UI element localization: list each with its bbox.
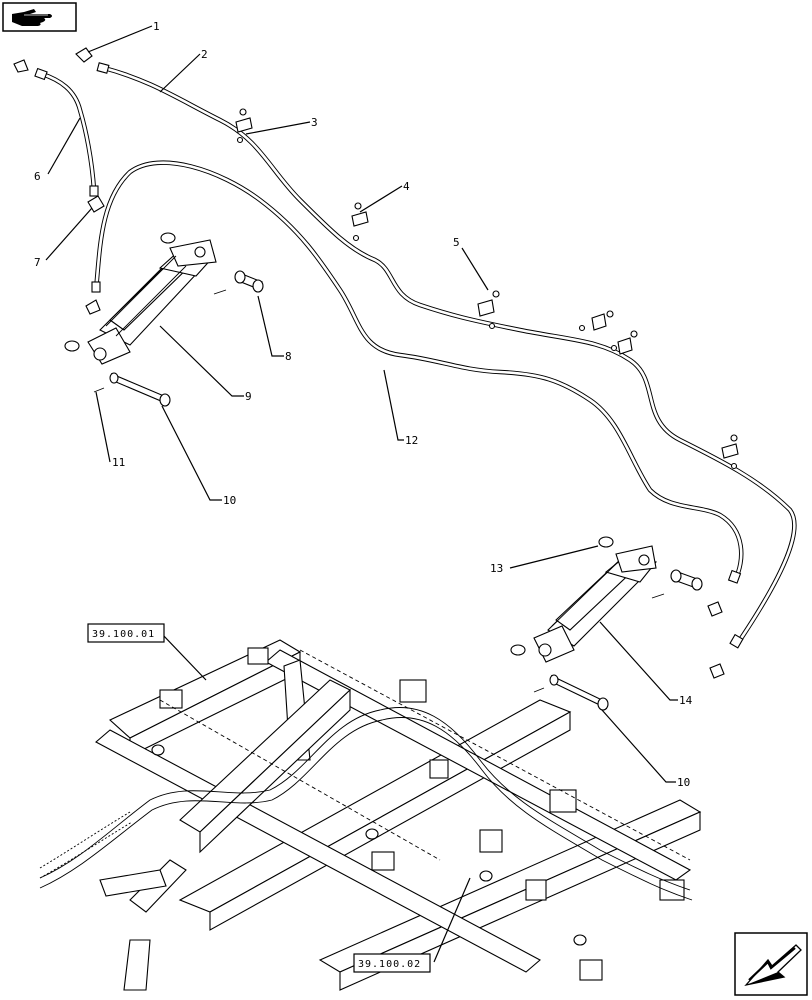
reference-box-top[interactable]: 39.100.01 — [87, 623, 165, 643]
arrow-next-page-icon[interactable] — [734, 932, 808, 996]
hydraulic-cylinder-lower — [510, 536, 657, 663]
callout-6: 6 — [34, 170, 41, 183]
callout-13: 13 — [490, 562, 503, 575]
hose-clamps — [235, 108, 739, 470]
callout-11: 11 — [112, 456, 125, 469]
callout-leaders — [45, 25, 678, 963]
hand-pointing-right-icon[interactable] — [2, 2, 77, 32]
callout-8: 8 — [285, 350, 292, 363]
callout-5: 5 — [453, 236, 460, 249]
callout-9: 9 — [245, 390, 252, 403]
hose-fittings — [34, 62, 744, 649]
callout-4: 4 — [403, 180, 410, 193]
reference-label-top: 39.100.01 — [92, 629, 155, 640]
callout-14: 14 — [679, 694, 693, 707]
frame-hoses — [39, 707, 693, 901]
callout-7: 7 — [34, 256, 41, 269]
clevis-pin-lower — [651, 569, 703, 599]
cylinder-pin-lower — [533, 674, 609, 711]
clevis-pin-upper — [213, 270, 264, 295]
hydraulic-cylinder-upper — [64, 232, 217, 365]
hose-long-upper — [101, 65, 797, 643]
reference-label-bottom: 39.100.02 — [358, 959, 421, 970]
hose-long-lower — [93, 160, 744, 583]
hose-short — [39, 71, 97, 193]
implement-frame — [95, 639, 702, 991]
callout-1: 1 — [153, 20, 160, 33]
callout-2: 2 — [201, 48, 208, 61]
cylinder-pin-upper — [93, 372, 171, 407]
reference-box-bottom[interactable]: 39.100.02 — [353, 953, 431, 973]
callout-12: 12 — [405, 434, 418, 447]
callout-numbers: 1 2 3 4 5 6 7 8 9 10 11 12 13 14 10 — [34, 20, 693, 789]
callout-10-lower: 10 — [677, 776, 690, 789]
callout-10-upper: 10 — [223, 494, 236, 507]
callout-3: 3 — [311, 116, 318, 129]
